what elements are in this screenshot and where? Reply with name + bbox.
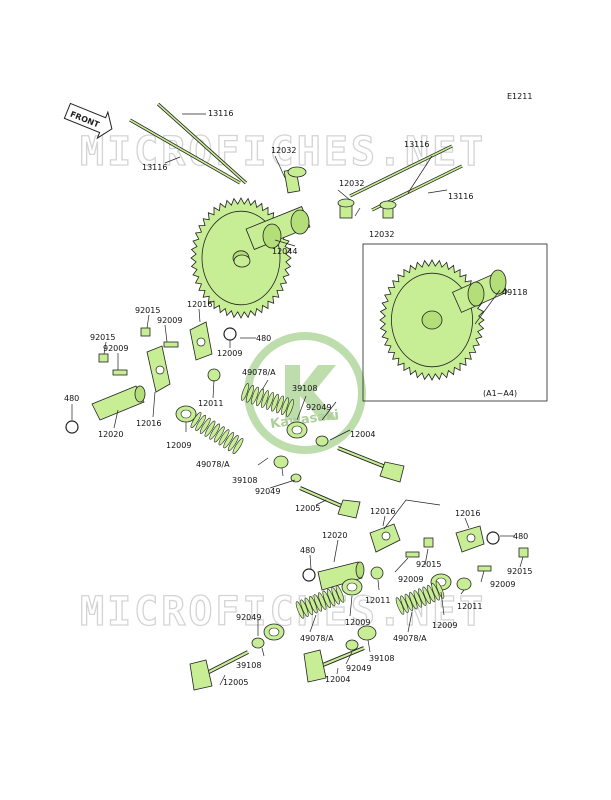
label-480-a: 480 xyxy=(64,394,79,403)
label-39108-c: 39108 xyxy=(236,661,261,670)
label-12005-b: 12005 xyxy=(223,678,248,687)
label-39108-b: 39108 xyxy=(232,476,257,485)
label-49118: 49118 xyxy=(502,288,527,297)
label-13116-top: 13116 xyxy=(208,109,233,118)
lower-springs xyxy=(295,581,445,619)
label-480-b: 480 xyxy=(256,334,271,343)
label-12004-a: 12004 xyxy=(350,430,375,439)
inset-box: (A1~A4) xyxy=(362,243,548,402)
label-92009-a: 92009 xyxy=(157,316,182,325)
label-480-d: 480 xyxy=(513,532,528,541)
label-12016-b: 12016 xyxy=(136,419,161,428)
label-12004-b: 12004 xyxy=(325,675,350,684)
label-49078-d: 49078/A xyxy=(393,634,427,643)
label-13116-right-top: 13116 xyxy=(404,140,429,149)
label-49078-c: 49078/A xyxy=(300,634,334,643)
lower-rocker-assembly xyxy=(251,523,529,651)
label-12011-b: 12011 xyxy=(365,596,390,605)
label-39108-a: 39108 xyxy=(292,384,317,393)
label-12016-a: 12016 xyxy=(187,300,212,309)
label-92015-d: 92015 xyxy=(507,567,532,576)
camshaft xyxy=(233,206,311,268)
tappets xyxy=(283,166,397,219)
upper-valves xyxy=(299,446,405,519)
label-39108-d: 39108 xyxy=(369,654,394,663)
label-92009-b: 92009 xyxy=(103,344,128,353)
label-92049-d: 92049 xyxy=(346,664,371,673)
label-480-c: 480 xyxy=(300,546,315,555)
label-12044: 12044 xyxy=(272,247,297,256)
label-12016-c: 12016 xyxy=(370,507,395,516)
label-92015-b: 92015 xyxy=(90,333,115,342)
diagram-code: E1211 xyxy=(507,92,532,101)
label-12020-b: 12020 xyxy=(322,531,347,540)
leader-lines xyxy=(71,113,524,686)
part-labels: 13116 13116 12032 12032 13116 13116 1203… xyxy=(64,109,532,687)
lower-valves xyxy=(189,646,365,691)
label-12005-a: 12005 xyxy=(295,504,320,513)
label-92015-c: 92015 xyxy=(416,560,441,569)
label-12011-c: 12011 xyxy=(457,602,482,611)
label-12009-b: 12009 xyxy=(166,441,191,450)
label-92049-b: 92049 xyxy=(255,487,280,496)
label-49078-a: 49078/A xyxy=(242,368,276,377)
watermark-top: MICROFICHES.NET xyxy=(80,129,486,175)
label-12016-d: 12016 xyxy=(455,509,480,518)
inset-label: (A1~A4) xyxy=(483,389,517,398)
label-13116-left: 13116 xyxy=(142,163,167,172)
label-12020-a: 12020 xyxy=(98,430,123,439)
label-12032-mid: 12032 xyxy=(339,179,364,188)
label-12009-a: 12009 xyxy=(217,349,242,358)
upper-springs xyxy=(190,383,294,455)
label-49078-b: 49078/A xyxy=(196,460,230,469)
label-12011-a: 12011 xyxy=(198,399,223,408)
label-92049-a: 92049 xyxy=(306,403,331,412)
label-92009-c: 92009 xyxy=(398,575,423,584)
label-92015-a: 92015 xyxy=(135,306,160,315)
upper-left-rocker-assembly xyxy=(65,321,329,483)
label-12032-top: 12032 xyxy=(271,146,296,155)
label-92049-c: 92049 xyxy=(236,613,261,622)
label-12009-c: 12009 xyxy=(345,618,370,627)
label-12009-d: 12009 xyxy=(432,621,457,630)
front-arrow-icon: FRONT xyxy=(63,102,113,140)
label-92009-d: 92009 xyxy=(490,580,515,589)
label-12032-bot: 12032 xyxy=(369,230,394,239)
label-13116-right-bottom: 13116 xyxy=(448,192,473,201)
